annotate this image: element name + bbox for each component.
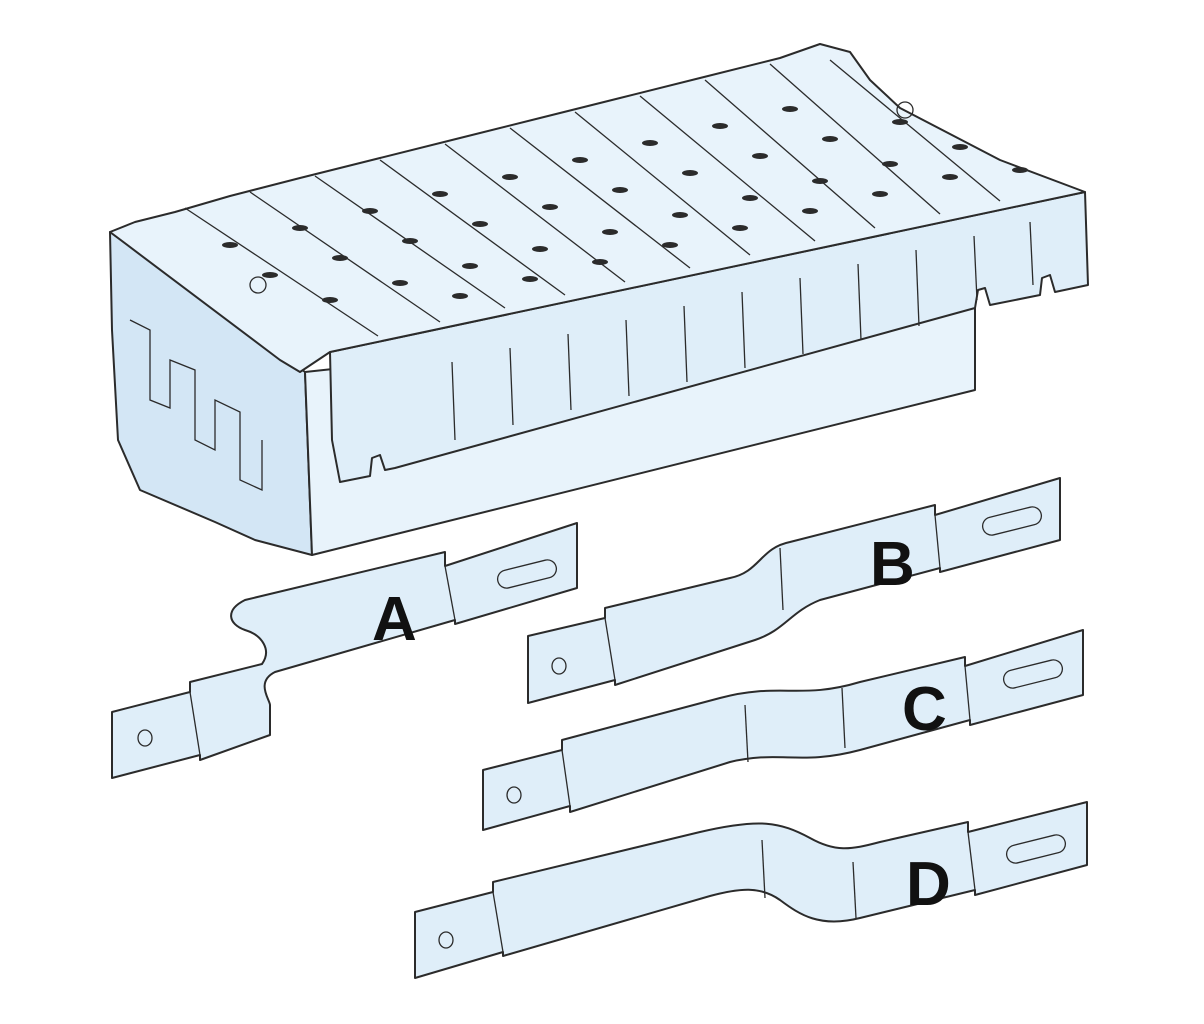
block-end-grip [129,319,263,492]
connector-bar-b: B [527,477,1061,704]
connector-bar-c: C [482,629,1084,831]
block-top-deck [109,43,1086,373]
connector-bar-d: D [414,801,1088,979]
label-a: A [372,585,417,654]
bar-b-shape [527,477,1061,704]
label-d: D [906,850,951,919]
bar-c-hole [506,786,522,804]
bar-d-shape [414,801,1088,979]
bar-c-shape [482,629,1084,831]
screw-head-left [249,276,267,294]
perforated-support-block [109,43,1089,556]
bar-a-slot [496,559,558,589]
bar-a-shape [111,522,578,779]
connector-bar-a: A [111,522,578,779]
bar-d-hole [438,931,454,949]
screw-head-right [896,101,914,119]
block-front-wall [329,191,1089,483]
bar-c-slot [1002,659,1064,689]
bar-d-slot [1005,834,1067,864]
label-b: B [870,530,915,599]
front-wall-segments [451,221,1034,441]
label-c: C [902,675,947,744]
bar-b-slot [981,506,1043,536]
bar-b-hole [551,657,567,675]
bar-a-hole [137,729,153,747]
deck-perforations [222,106,1028,303]
